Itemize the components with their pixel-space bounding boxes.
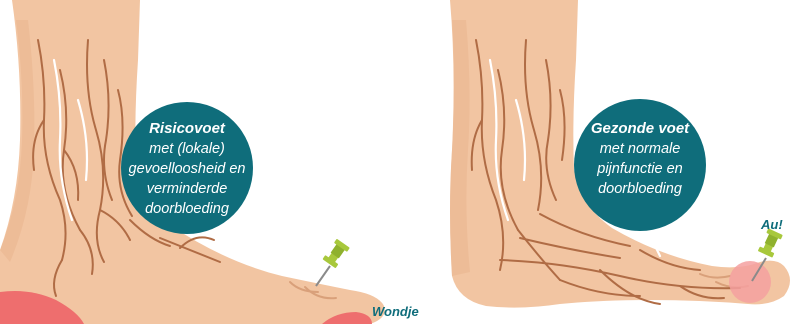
left-circle-desc-line: gevoelloosheid en bbox=[112, 159, 262, 179]
pain-callout-label: Au! bbox=[761, 217, 783, 232]
left-circle-desc-line: met (lokale) bbox=[112, 139, 262, 159]
right-circle-title: Gezonde voet bbox=[565, 119, 715, 139]
right-circle-desc-line: met normale bbox=[565, 139, 715, 159]
right-circle-desc-line: pijnfunctie en bbox=[565, 159, 715, 179]
right-circle-desc-line: doorbloeding bbox=[565, 179, 715, 199]
right-circle-label: Gezonde voet met normale pijnfunctie en … bbox=[565, 119, 715, 199]
left-circle-desc-line: doorbloeding bbox=[112, 199, 262, 219]
right-foot-shadow bbox=[450, 20, 470, 276]
left-push-pin-icon bbox=[316, 239, 350, 286]
right-pain-glow bbox=[729, 261, 771, 303]
left-circle-label: Risicovoet met (lokale) gevoelloosheid e… bbox=[112, 119, 262, 219]
wound-callout-label: Wondje bbox=[372, 304, 419, 319]
left-circle-desc-line: verminderde bbox=[112, 179, 262, 199]
left-circle-title: Risicovoet bbox=[112, 119, 262, 139]
